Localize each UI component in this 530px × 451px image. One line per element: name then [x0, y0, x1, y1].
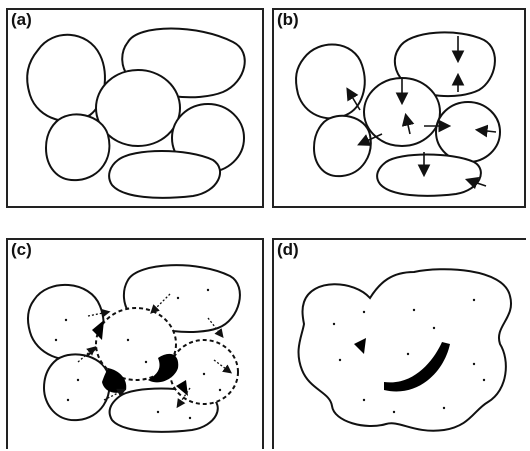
pore	[176, 380, 188, 396]
particle	[169, 339, 239, 405]
dot	[472, 362, 476, 366]
dot	[482, 378, 486, 382]
dot	[362, 398, 366, 402]
particle	[393, 31, 496, 98]
dot	[66, 398, 70, 402]
diffusion-arrow	[87, 308, 111, 318]
panel-label: (a)	[11, 10, 32, 29]
force-arrow	[357, 133, 383, 146]
diffusion-arrow	[150, 293, 171, 314]
particles-necking-illustration	[26, 264, 241, 433]
particle	[26, 284, 105, 361]
sintered-body	[297, 268, 513, 432]
pore	[102, 368, 127, 393]
dot	[202, 372, 206, 376]
dot	[432, 326, 436, 330]
dot	[392, 410, 396, 414]
force-arrow	[464, 176, 487, 190]
force-arrow	[401, 112, 415, 135]
panel-label: (c)	[11, 240, 32, 259]
particle	[42, 353, 111, 422]
diffusion-arrow	[77, 346, 96, 363]
particle	[108, 150, 222, 199]
dot	[406, 352, 410, 356]
dot	[362, 310, 366, 314]
pore	[354, 338, 366, 354]
force-arrow	[474, 124, 497, 138]
dot	[156, 410, 160, 414]
particle	[376, 153, 482, 197]
diffusion-arrow	[213, 359, 233, 374]
panel-d: (d)	[272, 238, 526, 449]
dot	[472, 298, 476, 302]
dot	[338, 358, 342, 362]
dot	[188, 416, 192, 420]
particles-loose-illustration	[26, 27, 246, 199]
particle	[95, 307, 177, 381]
densified-body-illustration	[297, 268, 513, 432]
force-arrow	[346, 87, 361, 111]
particle	[312, 114, 372, 178]
panel-label: (b)	[277, 10, 299, 29]
dot	[176, 296, 180, 300]
dot	[126, 338, 130, 342]
dot	[442, 406, 446, 410]
dot	[64, 318, 68, 322]
dot	[218, 388, 222, 392]
particles-compression-illustration	[295, 31, 501, 197]
particle	[26, 33, 106, 123]
dot	[412, 308, 416, 312]
panel-c: (c)	[6, 238, 264, 449]
dot	[76, 378, 80, 382]
dot	[206, 288, 210, 292]
dot	[144, 360, 148, 364]
pore	[92, 320, 104, 340]
pore	[384, 342, 450, 392]
pore	[148, 353, 179, 383]
dot	[54, 338, 58, 342]
dot	[332, 322, 336, 326]
particle	[95, 69, 181, 147]
panel-label: (d)	[277, 240, 299, 259]
panel-a: (a)	[6, 8, 264, 208]
particle	[44, 113, 111, 182]
particle	[295, 43, 366, 120]
panel-b: (b)	[272, 8, 526, 208]
